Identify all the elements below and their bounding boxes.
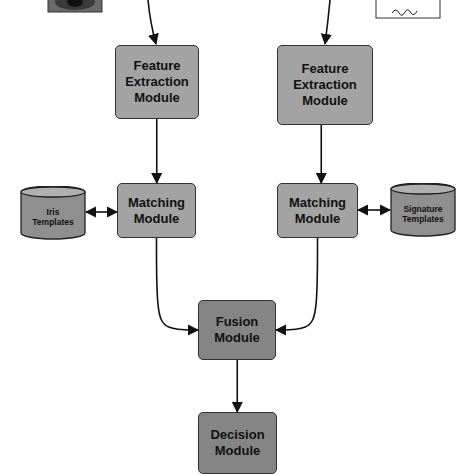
feature-extraction-box: Feature Extraction Module [115,45,199,119]
template-database: Iris Templates [20,186,86,240]
input-arrow [325,0,330,44]
connector-arrow [86,211,117,213]
signature-image [376,0,440,18]
iris-image [48,0,102,12]
node-label: Matching Module [122,195,191,227]
node-label: Decision Module [203,427,272,459]
connector-arrow [276,238,318,330]
feature-extraction-box: Feature Extraction Module [277,45,373,125]
connector-arrow [320,125,322,183]
node-label: Feature Extraction Module [120,58,194,106]
template-database: Signature Templates [390,183,456,237]
node-label: Iris Templates [26,207,80,227]
input-arrow [148,0,156,44]
fusion-box: Fusion Module [198,300,276,360]
node-label: Matching Module [282,195,353,227]
node-label: Fusion Module [203,314,271,346]
node-label: Signature Templates [396,204,450,224]
connector-arrow [156,119,158,183]
node-label: Feature Extraction Module [282,61,368,109]
matching-box: Matching Module [117,183,196,238]
connector-arrow [236,360,238,412]
decision-box: Decision Module [198,412,277,474]
matching-box: Matching Module [277,183,358,238]
connector-arrow [157,238,199,330]
connector-arrow [358,209,390,211]
